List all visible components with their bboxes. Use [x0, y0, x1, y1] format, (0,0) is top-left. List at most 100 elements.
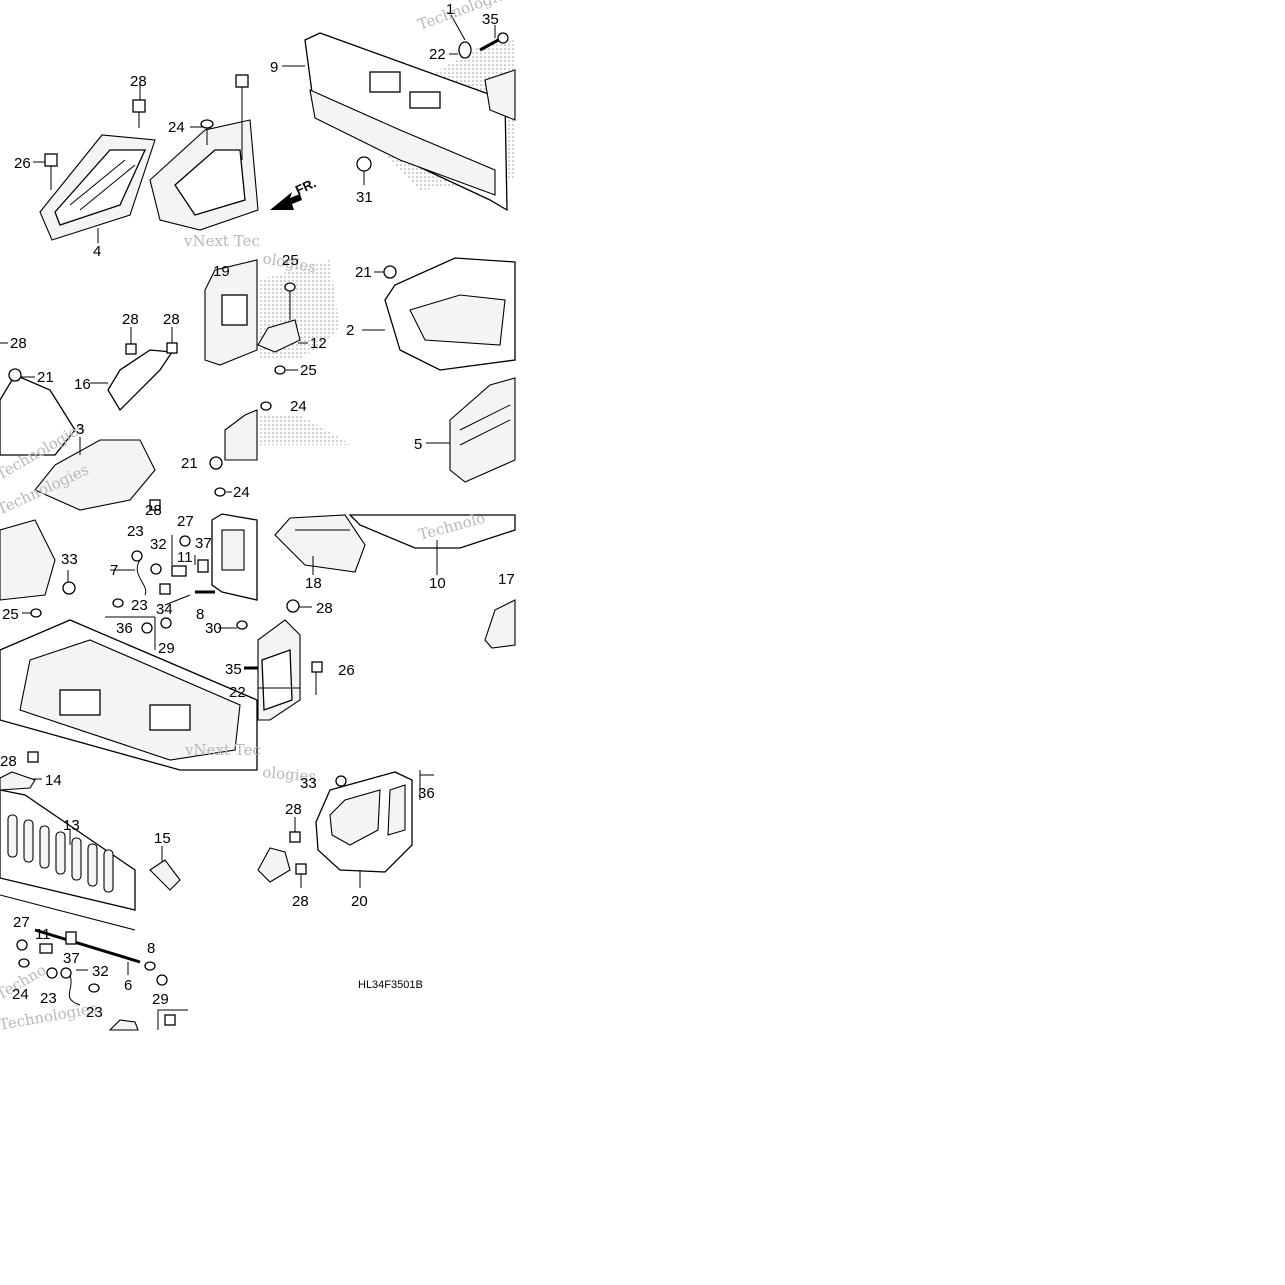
part-17-bracket [484, 599, 516, 649]
callout-5: 5 [414, 436, 422, 453]
tile-bottom-left: Techno Technologies 14 13 15 27 11 37 32… [0, 771, 188, 1034]
tile-top-right: Technologies 1 35 22 9 31 [270, 0, 516, 212]
callout-8: 8 [196, 606, 204, 623]
callout-2: 2 [346, 322, 354, 339]
washer-32-a [150, 563, 162, 575]
pin-11-b [39, 943, 53, 954]
fastener-28-g [27, 751, 39, 763]
callout-11: 11 [177, 549, 193, 566]
callout-35: 35 [225, 661, 242, 678]
callout-21: 21 [355, 264, 372, 281]
fastener-36-a [141, 622, 153, 634]
fastener-23-d [88, 983, 100, 993]
fastener-29-b [156, 974, 168, 986]
part-15-latch [149, 859, 181, 891]
part-14-hinge [0, 771, 36, 791]
callout-25: 25 [300, 362, 317, 379]
tile-middle-right: ologies 25 12 25 21 2 24 5 [257, 249, 516, 483]
watermark: vNext Tec [183, 232, 260, 250]
callout-11: 11 [35, 926, 51, 943]
fastener-23-b [112, 598, 124, 608]
bolt-35 [479, 32, 509, 52]
fastener-24-b [260, 401, 272, 411]
cable-7-b [68, 974, 81, 1006]
callout-18: 18 [305, 575, 322, 592]
callout-25: 25 [282, 252, 299, 269]
tile-bottom-right: ologies 33 36 28 28 20 HL34F3501B [257, 763, 435, 991]
callout-26: 26 [338, 662, 355, 679]
callout-23: 23 [86, 1004, 103, 1021]
callout-24: 24 [12, 986, 29, 1003]
callout-6: 6 [124, 977, 132, 994]
callout-16: 16 [74, 376, 91, 393]
callout-33: 33 [300, 775, 317, 792]
rod-6 [34, 928, 141, 964]
callout-28: 28 [130, 73, 147, 90]
callout-24: 24 [290, 398, 307, 415]
callout-28: 28 [285, 801, 302, 818]
callout-24: 24 [233, 484, 250, 501]
fastener-31 [356, 156, 372, 172]
fastener-34 [159, 583, 171, 595]
callout-36: 36 [116, 620, 133, 637]
callout-32: 32 [150, 536, 167, 553]
callout-28: 28 [163, 311, 180, 328]
fastener-21-b [8, 368, 22, 382]
part-13-tailgate [0, 789, 136, 911]
watermark: Technologies [415, 0, 514, 34]
fastener-23-a [131, 550, 143, 562]
tile-lower-middle-left: vNext Tec 28 27 23 32 11 37 7 33 23 34 8… [0, 499, 261, 771]
fastener-33-b [335, 775, 347, 787]
callout-15: 15 [154, 830, 171, 847]
callout-28: 28 [0, 753, 17, 770]
fastener-25-c [274, 365, 286, 375]
part-12-bracket [257, 319, 301, 353]
direction-label: FR. [293, 175, 318, 197]
callout-10: 10 [429, 575, 446, 592]
callout-33: 33 [61, 551, 78, 568]
fastener-28-h [289, 831, 301, 843]
callout-30: 30 [205, 620, 222, 637]
fastener-25-b [284, 282, 296, 320]
washer-32-b [60, 967, 72, 979]
fastener-29-a [160, 617, 172, 629]
callout-28: 28 [316, 600, 333, 617]
callout-4: 4 [93, 243, 101, 260]
callout-31: 31 [356, 189, 373, 206]
callout-29: 29 [158, 640, 175, 657]
callout-22: 22 [429, 46, 446, 63]
callout-8: 8 [147, 940, 155, 957]
tile-top-left: FR. vNext Tec 28 24 26 4 [14, 73, 318, 260]
cable-7 [136, 559, 147, 596]
part-5-side-step [449, 377, 516, 483]
callout-3: 3 [76, 421, 84, 438]
callout-28: 28 [145, 502, 162, 519]
callout-34: 34 [156, 601, 173, 618]
callout-14: 14 [45, 772, 62, 789]
callout-20: 20 [351, 893, 368, 910]
part-hinge-bracket [257, 847, 291, 883]
callout-37: 37 [63, 950, 80, 967]
fastener-28 [132, 99, 146, 128]
callout-24: 24 [168, 119, 185, 136]
callout-23: 23 [40, 990, 57, 1007]
callout-28: 28 [122, 311, 139, 328]
callout-21: 21 [181, 455, 198, 472]
callout-1: 1 [446, 1, 454, 18]
tailgate-slots [7, 814, 114, 893]
direction-arrow: FR. [270, 175, 318, 210]
fastener-30 [236, 620, 248, 630]
callout-36: 36 [418, 785, 435, 802]
callout-29: 29 [152, 991, 169, 1008]
callout-37: 37 [195, 535, 212, 552]
tile-middle-left: Technologies Technologies 19 28 28 28 21… [0, 259, 272, 519]
callout-23: 23 [131, 597, 148, 614]
fastener-28-b [125, 343, 137, 355]
pin-8-b [144, 961, 156, 971]
part-10-rail [348, 514, 516, 549]
callout-25: 25 [2, 606, 19, 623]
fastener-26 [44, 153, 58, 190]
callout-13: 13 [63, 817, 80, 834]
part-16-bracket [107, 349, 174, 412]
